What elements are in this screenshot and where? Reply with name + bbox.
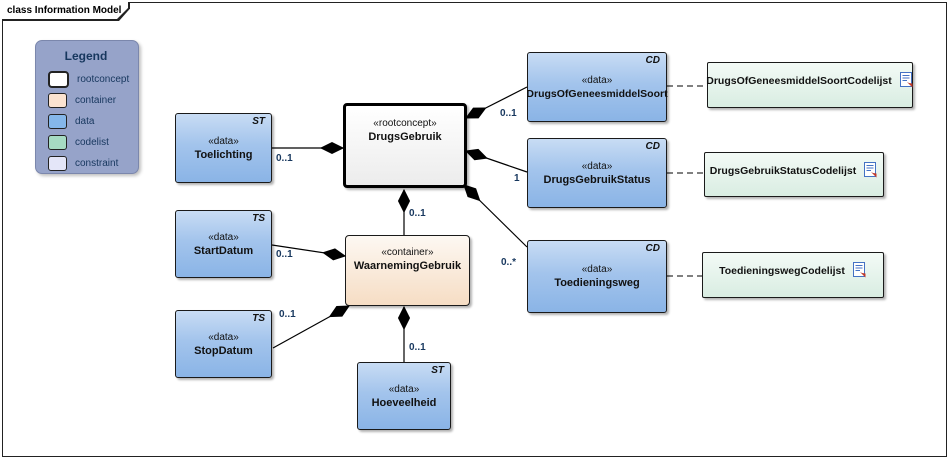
multiplicity-waarneminggebruik: 0..1 <box>409 208 426 219</box>
node-stopdatum[interactable]: TS «data» StopDatum <box>175 310 272 378</box>
type-tag: CD <box>645 243 660 254</box>
node-drugsgebruik[interactable]: «rootconcept» DrugsGebruik <box>343 103 467 188</box>
type-tag: CD <box>645 141 660 152</box>
legend-title: Legend <box>64 49 108 63</box>
legend-item-constraint: constraint <box>48 153 138 174</box>
multiplicity-hoeveelheid: 0..1 <box>409 342 426 353</box>
node-drugsgebruikstatus[interactable]: CD «data» DrugsGebruikStatus <box>527 138 667 208</box>
node-toedieningsweg[interactable]: CD «data» Toedieningsweg <box>527 240 667 313</box>
node-hoeveelheid[interactable]: ST «data» Hoeveelheid <box>357 362 451 430</box>
node-waarneminggebruik[interactable]: «container» WaarnemingGebruik <box>345 235 470 306</box>
codelist-toedieningsweg[interactable]: ToedieningswegCodelijst <box>702 252 884 298</box>
multiplicity-toelichting: 0..1 <box>276 153 293 164</box>
document-icon <box>852 262 866 278</box>
data-swatch <box>48 114 67 129</box>
constraint-swatch <box>48 156 67 171</box>
multiplicity-stopdatum: 0..1 <box>279 309 296 320</box>
multiplicity-startdatum: 0..1 <box>276 249 293 260</box>
document-icon <box>899 72 913 88</box>
legend-item-codelist: codelist <box>48 132 138 153</box>
node-toelichting[interactable]: ST «data» Toelichting <box>175 113 272 183</box>
type-tag: TS <box>252 213 265 224</box>
type-tag: ST <box>252 116 265 127</box>
node-drugsofgeneesmiddelsoort[interactable]: CD «data» DrugsOfGeneesmiddelSoort <box>526 52 668 122</box>
codelist-drugsofgeneesmiddelsoort[interactable]: DrugsOfGeneesmiddelSoortCodelijst <box>706 62 913 108</box>
node-startdatum[interactable]: TS «data» StartDatum <box>175 210 272 278</box>
type-tag: CD <box>645 55 660 66</box>
type-tag: TS <box>252 313 265 324</box>
type-tag: ST <box>431 365 444 376</box>
legend-item-container: container <box>48 90 138 111</box>
codelist-drugsgebruikstatus[interactable]: DrugsGebruikStatusCodelijst <box>704 152 884 197</box>
multiplicity-drugsofgeneesmiddelsoort: 0..1 <box>500 108 517 119</box>
rootconcept-swatch <box>48 71 69 88</box>
legend-item-rootconcept: rootconcept <box>48 69 138 90</box>
multiplicity-drugsgebruikstatus: 1 <box>514 173 520 184</box>
legend: Legend rootconcept container data codeli… <box>35 40 139 174</box>
legend-item-data: data <box>48 111 138 132</box>
document-icon <box>864 162 877 178</box>
diagram-title: class Information Model <box>7 5 122 16</box>
codelist-swatch <box>48 135 67 150</box>
multiplicity-toedieningsweg: 0..* <box>501 257 517 268</box>
diagram-frame-tab: class Information Model <box>2 2 130 21</box>
container-swatch <box>48 93 67 108</box>
